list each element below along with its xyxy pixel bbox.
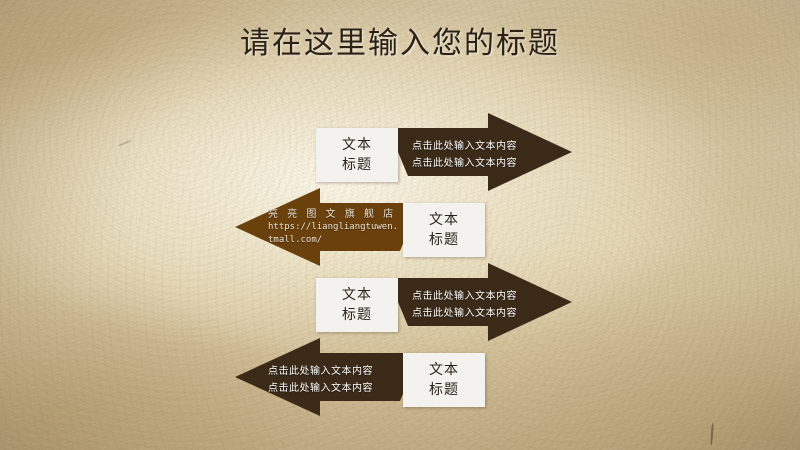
label-line-1: 文本 — [429, 362, 459, 378]
arrow-right-shape-1[interactable] — [316, 110, 576, 194]
arrow-body-line-2: 点击此处输入文本内容 — [412, 308, 517, 319]
arrow-left-shape-2[interactable] — [232, 185, 492, 269]
arrow-body-line-2: 点击此处输入文本内容 — [412, 158, 517, 169]
watermark-text: 亮 亮 图 文 旗 舰 店 https://liangliangtuwen. t… — [268, 208, 398, 247]
arrow-left-shape-4[interactable] — [232, 335, 492, 419]
label-line-2: 标题 — [429, 232, 459, 248]
arrow-body-line-1: 点击此处输入文本内容 — [268, 366, 373, 377]
label-box-1[interactable]: 文本 标题 — [316, 128, 398, 182]
arrow-right-shape-3[interactable] — [316, 260, 576, 344]
label-line-1: 文本 — [342, 137, 372, 153]
label-line-1: 文本 — [429, 212, 459, 228]
label-box-2[interactable]: 文本 标题 — [403, 203, 485, 257]
watermark-url-line-2: tmall.com/ — [268, 235, 323, 245]
label-line-2: 标题 — [342, 157, 372, 173]
arrow-body-line-1: 点击此处输入文本内容 — [412, 141, 517, 152]
arrow-body-text-4: 点击此处输入文本内容 点击此处输入文本内容 — [268, 363, 373, 397]
arrow-body-text-1: 点击此处输入文本内容 点击此处输入文本内容 — [412, 138, 517, 172]
label-line-2: 标题 — [342, 307, 372, 323]
watermark-shop-name: 亮 亮 图 文 旗 舰 店 — [268, 209, 397, 220]
page-title: 请在这里输入您的标题 — [240, 26, 560, 61]
label-box-3[interactable]: 文本 标题 — [316, 278, 398, 332]
label-box-4[interactable]: 文本 标题 — [403, 353, 485, 407]
watermark-url-line-1: https://liangliangtuwen. — [268, 222, 399, 232]
label-line-2: 标题 — [429, 382, 459, 398]
arrow-body-text-3: 点击此处输入文本内容 点击此处输入文本内容 — [412, 288, 517, 322]
arrow-body-line-1: 点击此处输入文本内容 — [412, 291, 517, 302]
label-line-1: 文本 — [342, 287, 372, 303]
arrow-body-line-2: 点击此处输入文本内容 — [268, 383, 373, 394]
